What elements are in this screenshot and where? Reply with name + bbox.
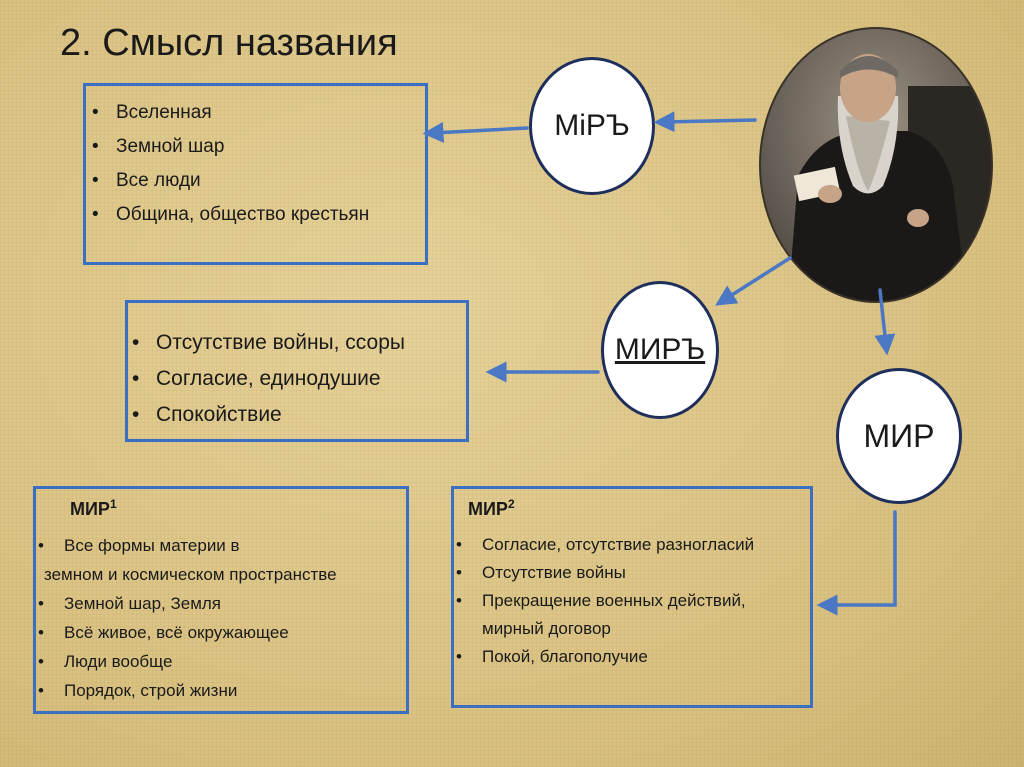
list-item: Всё живое, всё окружающее	[38, 618, 337, 647]
arrow-portrait-to-mir-old	[715, 256, 792, 306]
arrow-portrait-to-mir	[874, 288, 896, 356]
list-item: Согласие, отсутствие разногласий	[456, 531, 812, 559]
box-heading: МИР2	[468, 497, 515, 520]
arrow-portrait-to-mir-i	[653, 111, 757, 133]
list-item: Порядок, строй жизни	[38, 676, 337, 705]
circle-mir-i: МіРЪ	[529, 57, 655, 195]
box-heading: МИР1	[70, 497, 117, 520]
list-item: Община, общество крестьян	[92, 198, 425, 232]
circle-label: МИР	[863, 417, 935, 454]
list-item: Прекращение военных действий, мирный дог…	[456, 587, 812, 643]
list-item: Земной шар	[92, 130, 425, 164]
list-item-continuation: земном и космическом пространстве	[44, 565, 337, 584]
list-item: Люди вообще	[38, 647, 337, 676]
circle-label: МіРЪ	[554, 109, 630, 142]
meaning-box-peace: Отсутствие войны, ссоры Согласие, единод…	[125, 300, 469, 442]
meaning-list: Вселенная Земной шар Все люди Община, об…	[86, 86, 425, 232]
heading-text: МИР	[70, 499, 110, 519]
list-item: Согласие, единодушие	[132, 361, 466, 397]
meaning-box-mir2: МИР2 Согласие, отсутствие разногласий От…	[451, 486, 813, 708]
circle-label: МИРЪ	[614, 333, 706, 366]
list-item: Земной шар, Земля	[38, 589, 337, 618]
portrait-image	[759, 27, 993, 303]
meaning-box-mir1: МИР1 Все формы материи в земном и космич…	[33, 486, 409, 714]
meaning-list: Все формы материи в земном и космическом…	[38, 531, 337, 705]
list-item: Все люди	[92, 164, 425, 198]
list-item: Покой, благополучие	[456, 643, 812, 671]
heading-superscript: 1	[109, 497, 117, 511]
meaning-box-universe: Вселенная Земной шар Все люди Община, об…	[83, 83, 428, 265]
list-item: Отсутствие войны, ссоры	[132, 325, 466, 361]
meaning-list: Согласие, отсутствие разногласий Отсутст…	[456, 531, 812, 671]
list-item: Спокойствие	[132, 397, 466, 433]
list-item: Отсутствие войны	[456, 559, 812, 587]
meaning-list: Отсутствие войны, ссоры Согласие, единод…	[128, 303, 466, 433]
heading-superscript: 2	[507, 497, 515, 511]
heading-text: МИР	[468, 499, 508, 519]
arrow-mir-i-to-box1	[422, 121, 529, 143]
arrow-mir-to-box4	[816, 510, 897, 616]
list-item: Вселенная	[92, 96, 425, 130]
circle-mir-old: МИРЪ	[601, 281, 719, 419]
circle-mir: МИР	[836, 368, 962, 504]
page-title: 2. Смысл названия	[60, 22, 398, 64]
list-item: Все формы материи в	[38, 531, 337, 560]
